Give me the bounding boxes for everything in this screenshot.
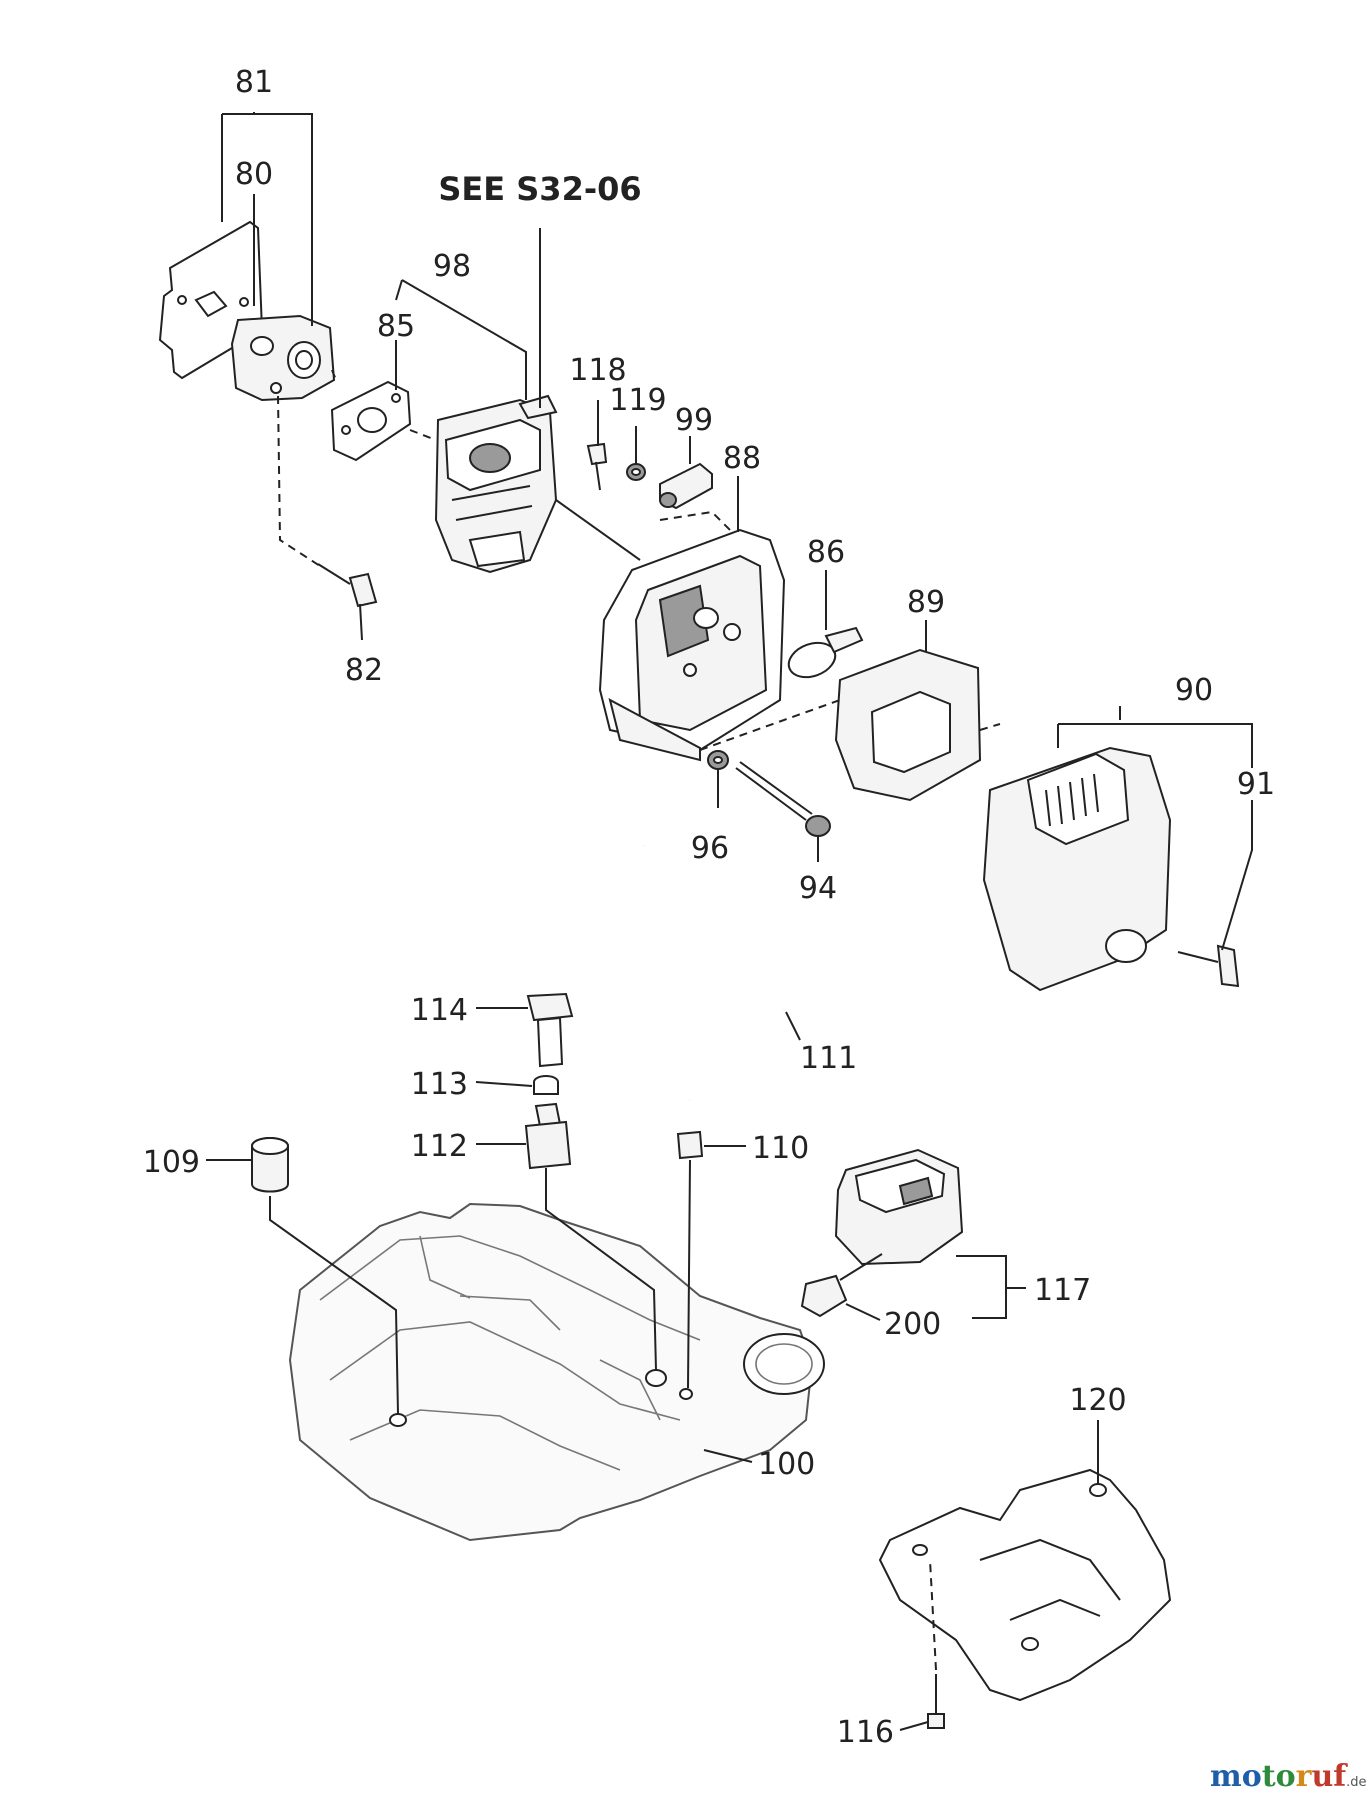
part-114-fuel-pipe [526, 842, 647, 1068]
watermark-logo: motoruf.de [1210, 1759, 1367, 1794]
callout-85: 85 [377, 309, 415, 344]
part-118-screw [586, 442, 608, 491]
watermark-part-2: to [1262, 1759, 1296, 1794]
callout-81: 81 [235, 65, 273, 100]
part-81-carburetor-holder [230, 314, 336, 402]
callout-96: 96 [691, 831, 729, 866]
callout-113: 113 [411, 1067, 468, 1102]
part-110-breather-joint [676, 1130, 704, 1160]
part-117-tank-cap [834, 1148, 964, 1266]
watermark-text: motoruf.de [1210, 1759, 1367, 1794]
part-91-screw [1177, 944, 1240, 988]
part-119-washer [626, 463, 646, 481]
callout-110: 110 [752, 1131, 809, 1166]
watermark-part-4: uf [1311, 1759, 1348, 1794]
callout-labels: 81 80 SEE S32-06 98 85 82 118 119 99 88 … [143, 65, 1275, 1750]
part-88-air-cleaner-base [598, 528, 786, 762]
part-89-air-filter-element [834, 648, 982, 802]
part-86-valve [787, 626, 864, 679]
part-112-fuel-filter [524, 1102, 572, 1170]
callout-82: 82 [345, 653, 383, 688]
reference-note: SEE S32-06 [438, 170, 641, 208]
part-99-clip [659, 462, 713, 510]
part-100-fuel-tank [288, 1202, 825, 1542]
leader-lines [206, 112, 1253, 1731]
callout-114: 114 [411, 993, 468, 1028]
callout-112: 112 [411, 1129, 468, 1164]
callout-120: 120 [1069, 1383, 1126, 1418]
carburetor-assembly [434, 394, 558, 574]
callout-91: 91 [1237, 767, 1275, 802]
part-111-breather-pipe [687, 1007, 785, 1101]
callout-94: 94 [799, 871, 837, 906]
callout-117: 117 [1034, 1273, 1091, 1308]
part-90-air-cleaner-cover [982, 746, 1172, 992]
callout-90: 90 [1175, 673, 1213, 708]
watermark-suffix: .de [1346, 1775, 1366, 1790]
callout-80: 80 [235, 157, 273, 192]
part-200-cap-gasket [800, 1253, 883, 1318]
callout-111: 111 [800, 1041, 857, 1076]
callout-109: 109 [143, 1145, 200, 1180]
callout-98: 98 [433, 249, 471, 284]
callout-88: 88 [723, 441, 761, 476]
callout-118: 118 [569, 353, 626, 388]
callout-116: 116 [837, 1715, 894, 1750]
part-85-gasket [330, 380, 412, 462]
part-113-collar [533, 1075, 559, 1095]
part-109-grommet [251, 1137, 289, 1193]
part-116-bolt [927, 1674, 945, 1729]
watermark-part-3: r [1296, 1759, 1313, 1794]
callout-99: 99 [675, 403, 713, 438]
callout-89: 89 [907, 585, 945, 620]
part-96-nut [707, 750, 729, 770]
callout-119: 119 [609, 383, 666, 418]
part-82-bolt [317, 563, 378, 641]
watermark-part-1: mo [1210, 1759, 1262, 1794]
callout-200: 200 [884, 1307, 941, 1342]
part-120-bracket [878, 1468, 1172, 1702]
part-94-bolt [735, 761, 831, 837]
callout-100: 100 [758, 1447, 815, 1482]
callout-86: 86 [807, 535, 845, 570]
